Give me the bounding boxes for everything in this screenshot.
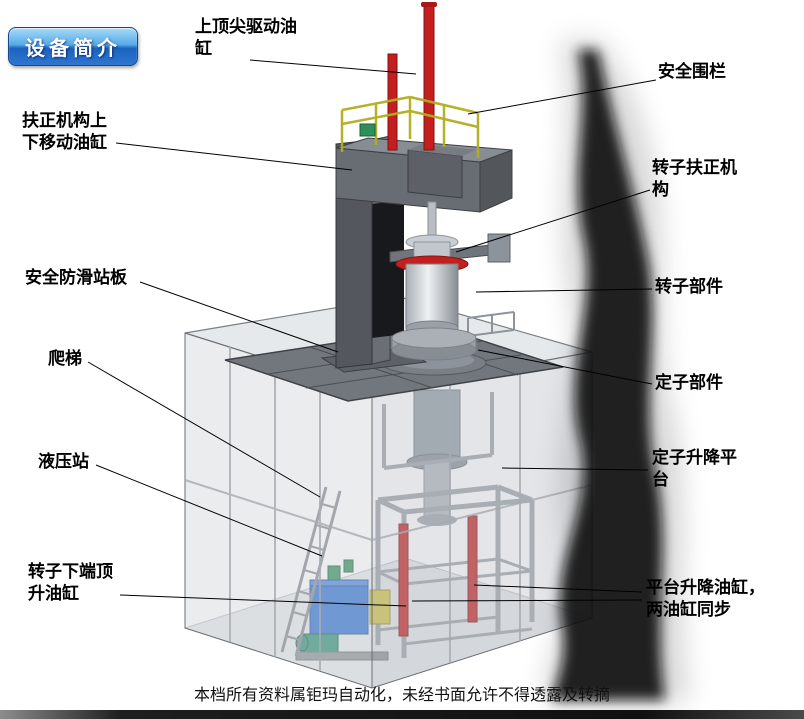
title-badge: 设备简介 bbox=[8, 27, 138, 66]
label-antislip-platform: 安全防滑站板 bbox=[25, 268, 127, 288]
label-rotor-righting-mechanism: 转子扶正机构 bbox=[652, 158, 737, 201]
title-badge-label: 设备简介 bbox=[25, 36, 121, 60]
label-top-spindle-cylinder: 上顶尖驱动油缸 bbox=[195, 17, 297, 60]
top-spindle-drive-cylinder bbox=[423, 3, 435, 151]
rotor-body bbox=[405, 263, 459, 329]
label-righting-updown-cylinder: 扶正机构上下移动油缸 bbox=[22, 111, 107, 154]
safety-fence bbox=[340, 95, 480, 158]
platform-lift-cylinders bbox=[398, 515, 478, 637]
label-stator-lift-platform: 定子升降平台 bbox=[652, 448, 737, 491]
label-safety-fence: 安全围栏 bbox=[658, 62, 726, 82]
platform-lift-cylinder-right bbox=[467, 515, 478, 623]
platform-lift-cylinder-left bbox=[398, 523, 409, 637]
label-rotor-part: 转子部件 bbox=[655, 277, 723, 297]
righting-carriage bbox=[487, 233, 511, 263]
rotor-flange bbox=[391, 327, 477, 349]
label-platform-lift-cylinders: 平台升降油缸，两油缸同步 bbox=[646, 578, 765, 621]
label-hydraulic-station: 液压站 bbox=[38, 452, 89, 472]
label-stator-part: 定子部件 bbox=[655, 373, 723, 393]
press-column-assembly bbox=[320, 2, 513, 373]
label-ladder: 爬梯 bbox=[48, 349, 82, 369]
confidentiality-notice: 本档所有资料属钜玛自动化，未经书面允许不得透露及转摘 bbox=[193, 685, 610, 704]
label-rotor-bottom-jack-cylinder: 转子下端顶升油缸 bbox=[28, 562, 113, 605]
bottom-bar bbox=[0, 710, 804, 719]
